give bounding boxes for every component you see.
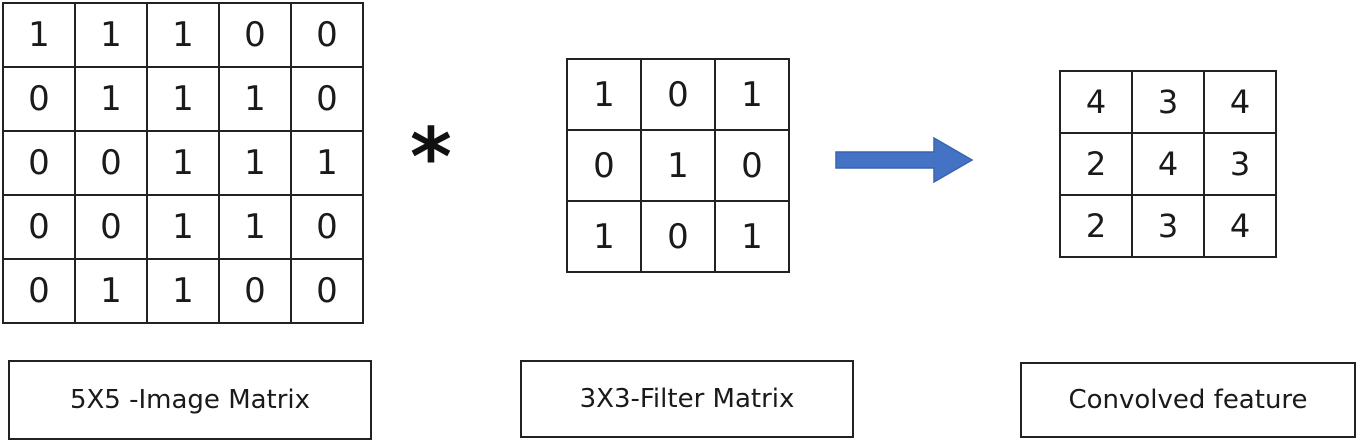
image-matrix-label: 5X5 -Image Matrix xyxy=(8,360,372,440)
matrix-cell: 1 xyxy=(714,58,790,131)
matrix-cell: 4 xyxy=(1203,70,1277,134)
matrix-row: 0 0 1 1 1 xyxy=(2,130,364,196)
matrix-row: 0 0 1 1 0 xyxy=(2,194,364,260)
matrix-cell: 4 xyxy=(1059,70,1133,134)
matrix-cell: 1 xyxy=(146,66,220,132)
matrix-cell: 3 xyxy=(1131,70,1205,134)
matrix-cell: 0 xyxy=(218,2,292,68)
matrix-row: 4 3 4 xyxy=(1059,70,1277,134)
matrix-cell: 1 xyxy=(566,200,642,273)
matrix-cell: 1 xyxy=(714,200,790,273)
matrix-cell: 1 xyxy=(146,130,220,196)
matrix-cell: 0 xyxy=(566,129,642,202)
matrix-cell: 1 xyxy=(74,258,148,324)
matrix-row: 2 4 3 xyxy=(1059,132,1277,196)
matrix-cell: 0 xyxy=(290,2,364,68)
matrix-row: 1 0 1 xyxy=(566,200,790,273)
matrix-cell: 1 xyxy=(218,66,292,132)
matrix-cell: 1 xyxy=(566,58,642,131)
filter-matrix: 1 0 1 0 1 0 1 0 1 xyxy=(566,58,790,273)
matrix-cell: 4 xyxy=(1131,132,1205,196)
matrix-cell: 1 xyxy=(146,194,220,260)
matrix-row: 0 1 1 1 0 xyxy=(2,66,364,132)
convolution-operator: * xyxy=(410,111,452,204)
matrix-cell: 0 xyxy=(290,194,364,260)
matrix-cell: 1 xyxy=(74,66,148,132)
matrix-row: 1 0 1 xyxy=(566,58,790,131)
arrow-shape xyxy=(835,136,974,184)
matrix-cell: 0 xyxy=(218,258,292,324)
matrix-cell: 0 xyxy=(2,66,76,132)
matrix-cell: 1 xyxy=(146,2,220,68)
matrix-cell: 0 xyxy=(74,130,148,196)
convolved-feature-label: Convolved feature xyxy=(1020,362,1356,438)
matrix-cell: 1 xyxy=(290,130,364,196)
matrix-cell: 3 xyxy=(1203,132,1277,196)
matrix-cell: 1 xyxy=(640,129,716,202)
matrix-cell: 0 xyxy=(290,66,364,132)
matrix-row: 0 1 0 xyxy=(566,129,790,202)
matrix-cell: 2 xyxy=(1059,132,1133,196)
matrix-cell: 1 xyxy=(2,2,76,68)
matrix-cell: 0 xyxy=(2,130,76,196)
matrix-cell: 0 xyxy=(74,194,148,260)
right-arrow-icon xyxy=(835,136,974,184)
matrix-cell: 1 xyxy=(146,258,220,324)
matrix-row: 2 3 4 xyxy=(1059,194,1277,258)
matrix-cell: 0 xyxy=(640,200,716,273)
matrix-cell: 1 xyxy=(74,2,148,68)
matrix-row: 0 1 1 0 0 xyxy=(2,258,364,324)
filter-matrix-label: 3X3-Filter Matrix xyxy=(520,360,854,438)
matrix-row: 1 1 1 0 0 xyxy=(2,2,364,68)
matrix-cell: 0 xyxy=(2,194,76,260)
image-matrix: 1 1 1 0 0 0 1 1 1 0 0 0 1 1 1 0 0 1 1 0 xyxy=(2,2,364,324)
matrix-cell: 0 xyxy=(290,258,364,324)
matrix-cell: 0 xyxy=(2,258,76,324)
matrix-cell: 2 xyxy=(1059,194,1133,258)
matrix-cell: 4 xyxy=(1203,194,1277,258)
matrix-cell: 3 xyxy=(1131,194,1205,258)
matrix-cell: 0 xyxy=(714,129,790,202)
matrix-cell: 1 xyxy=(218,130,292,196)
matrix-cell: 1 xyxy=(218,194,292,260)
matrix-cell: 0 xyxy=(640,58,716,131)
convolved-feature-matrix: 4 3 4 2 4 3 2 3 4 xyxy=(1059,70,1277,258)
